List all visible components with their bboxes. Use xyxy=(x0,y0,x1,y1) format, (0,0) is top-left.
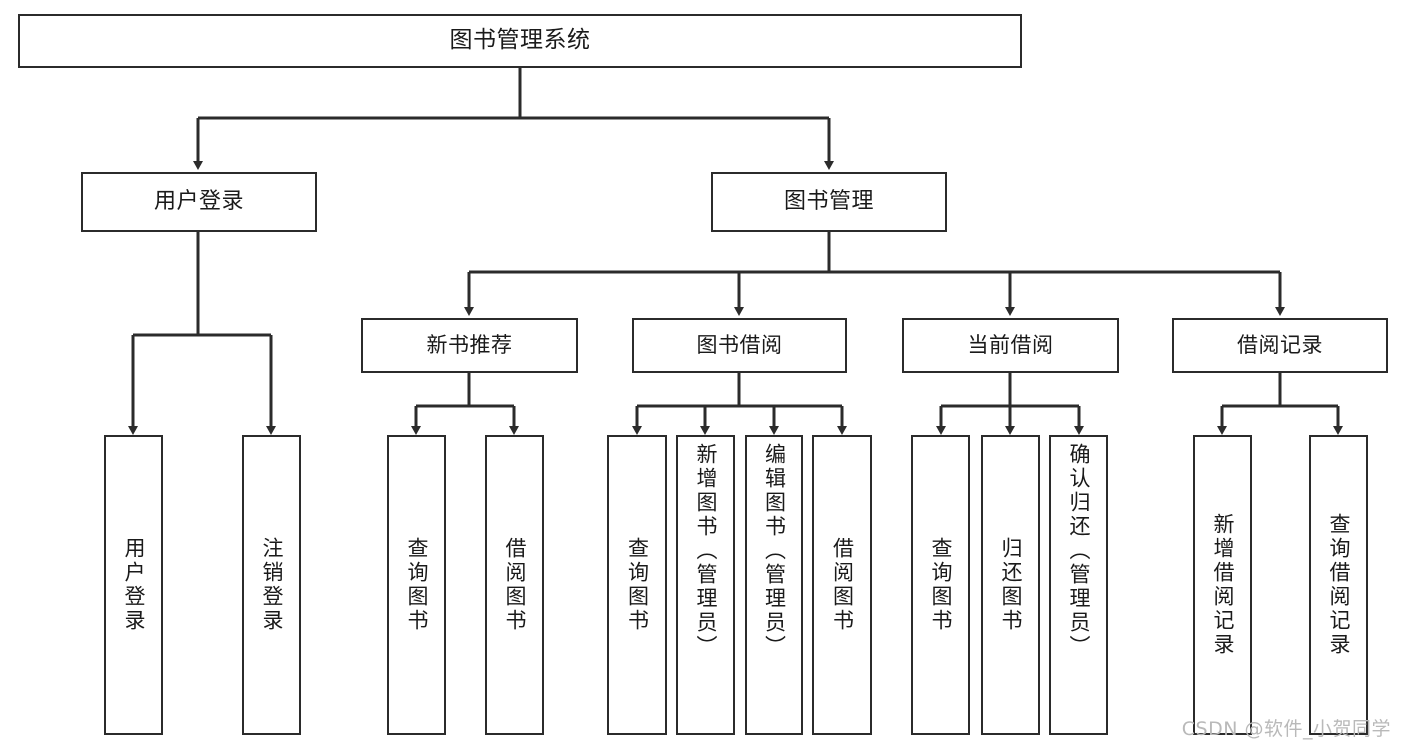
leaf-query-borrow-record[interactable]: 查询借阅记录 xyxy=(1309,435,1368,735)
leaf-borrow-book-new[interactable]: 借阅图书 xyxy=(485,435,544,735)
node-root[interactable]: 图书管理系统 xyxy=(18,14,1022,68)
leaf-return-book-label: 归还图书 xyxy=(999,537,1023,633)
node-current-borrow-label: 当前借阅 xyxy=(967,332,1054,357)
node-book-borrow[interactable]: 图书借阅 xyxy=(632,318,847,373)
leaf-query-book-borrow-label: 查询图书 xyxy=(625,537,650,633)
leaf-user-login-label: 用户登录 xyxy=(122,537,146,633)
leaf-borrow-book-borrow-label: 借阅图书 xyxy=(830,537,855,633)
node-book-management[interactable]: 图书管理 xyxy=(711,172,947,232)
leaf-user-login[interactable]: 用户登录 xyxy=(104,435,163,735)
leaf-logout[interactable]: 注销登录 xyxy=(242,435,301,735)
node-root-label: 图书管理系统 xyxy=(449,27,591,54)
leaf-query-book-borrow[interactable]: 查询图书 xyxy=(607,435,667,735)
node-borrow-record-label: 借阅记录 xyxy=(1237,332,1323,357)
leaf-confirm-return-admin[interactable]: 确认归还（管理员） xyxy=(1049,435,1108,735)
node-borrow-record[interactable]: 借阅记录 xyxy=(1172,318,1388,373)
leaf-query-book-new-label: 查询图书 xyxy=(405,537,429,633)
node-new-book-recommend-label: 新书推荐 xyxy=(426,332,513,357)
node-new-book-recommend[interactable]: 新书推荐 xyxy=(361,318,578,373)
csdn-watermark: CSDN @软件_小贺同学 xyxy=(1181,718,1391,740)
leaf-borrow-book-new-label: 借阅图书 xyxy=(503,537,527,633)
leaf-query-book-current[interactable]: 查询图书 xyxy=(911,435,970,735)
node-current-borrow[interactable]: 当前借阅 xyxy=(902,318,1119,373)
node-book-management-label: 图书管理 xyxy=(783,188,874,214)
leaf-query-borrow-record-label: 查询借阅记录 xyxy=(1327,513,1351,657)
leaf-query-book-current-label: 查询图书 xyxy=(929,537,953,633)
leaf-add-book-admin-label: 新增图书（管理员） xyxy=(694,443,718,659)
leaf-logout-label: 注销登录 xyxy=(260,537,284,633)
leaf-borrow-book-borrow[interactable]: 借阅图书 xyxy=(812,435,872,735)
leaf-edit-book-admin-label: 编辑图书（管理员） xyxy=(762,443,787,659)
node-book-borrow-label: 图书借阅 xyxy=(696,332,783,357)
leaf-add-borrow-record[interactable]: 新增借阅记录 xyxy=(1193,435,1252,735)
leaf-confirm-return-admin-label: 确认归还（管理员） xyxy=(1067,443,1091,659)
node-user-login[interactable]: 用户登录 xyxy=(81,172,317,232)
leaf-add-book-admin[interactable]: 新增图书（管理员） xyxy=(676,435,735,735)
node-user-login-label: 用户登录 xyxy=(153,188,244,214)
leaf-add-borrow-record-label: 新增借阅记录 xyxy=(1211,513,1235,657)
leaf-query-book-new[interactable]: 查询图书 xyxy=(387,435,446,735)
leaf-edit-book-admin[interactable]: 编辑图书（管理员） xyxy=(745,435,803,735)
leaf-return-book[interactable]: 归还图书 xyxy=(981,435,1040,735)
